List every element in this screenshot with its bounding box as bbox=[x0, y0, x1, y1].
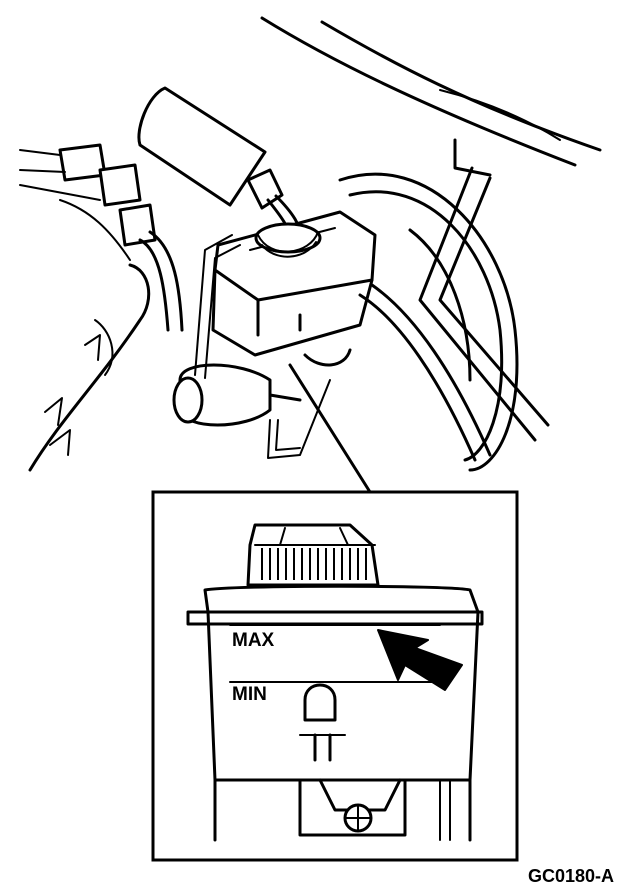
master-cylinder-reservoir bbox=[211, 210, 377, 367]
detail-leader-line bbox=[288, 363, 372, 494]
fluid-bottle bbox=[137, 86, 304, 244]
vacuum-hose bbox=[418, 166, 550, 442]
min-level-label: MIN bbox=[232, 684, 267, 705]
detail-mounting-base bbox=[213, 778, 472, 842]
hood-panel-lines bbox=[260, 16, 602, 177]
hand-outline bbox=[28, 263, 151, 472]
master-cylinder-body bbox=[172, 234, 331, 459]
wire-harness-connector bbox=[19, 143, 184, 332]
detail-filler-cap bbox=[246, 523, 380, 587]
max-level-arrow bbox=[377, 629, 463, 691]
detail-reservoir-body bbox=[186, 584, 484, 782]
max-level-label: MAX bbox=[232, 630, 275, 651]
brake-booster bbox=[338, 172, 519, 472]
reservoir-side-hose bbox=[358, 283, 492, 462]
figure-code: GC0180-A bbox=[528, 866, 614, 886]
